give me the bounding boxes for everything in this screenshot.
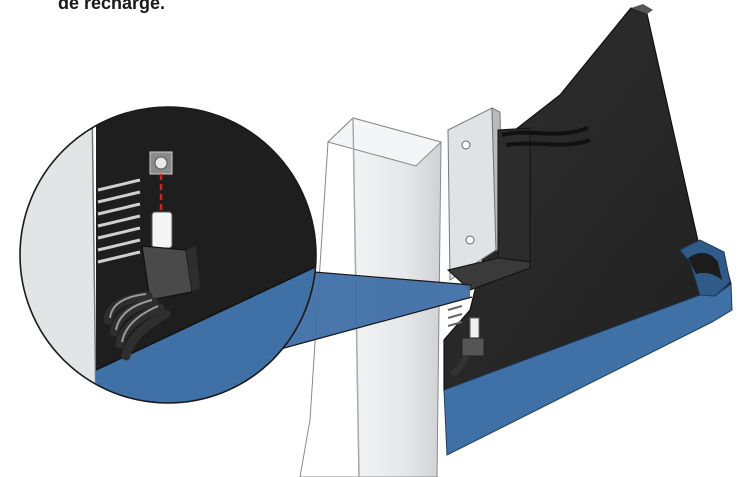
- small-plug-tip: [469, 317, 480, 341]
- bracket-screw-bottom: [465, 235, 475, 245]
- detail-post: [20, 107, 96, 403]
- small-plug-assembly: [447, 305, 485, 377]
- bracket-cable: [501, 126, 591, 147]
- detail-circle-border: [19, 106, 317, 404]
- power-plug: [141, 211, 200, 301]
- plug-tip: [151, 211, 173, 249]
- magnified-detail: [19, 106, 317, 404]
- callout-line-bottom: [261, 296, 473, 355]
- power-supply-box: [497, 127, 531, 267]
- detail-blue-border: [95, 259, 316, 371]
- bracket-screw-top: [461, 140, 471, 150]
- charging-port-socket: [154, 156, 168, 170]
- callout-line-top: [289, 269, 473, 286]
- detail-vent-slots: [97, 178, 141, 264]
- detail-post-edge: [91, 107, 97, 403]
- slot-lines: [447, 305, 463, 327]
- small-cable: [450, 354, 469, 377]
- bracket-face: [447, 107, 497, 281]
- small-plug-body: [461, 337, 485, 357]
- callout-wedge: [260, 269, 473, 355]
- post-top: [327, 117, 442, 167]
- plug-body-side: [186, 246, 200, 292]
- coiled-cable-highlight: [109, 293, 159, 343]
- callout-beam: [260, 270, 470, 355]
- panel-lip-inner: [688, 252, 722, 280]
- panel-top-edge: [631, 4, 653, 14]
- caption-text: de recharge.: [58, 0, 166, 13]
- display-panel: [443, 4, 733, 456]
- mounting-bracket: [446, 107, 591, 291]
- charging-port: [149, 151, 173, 175]
